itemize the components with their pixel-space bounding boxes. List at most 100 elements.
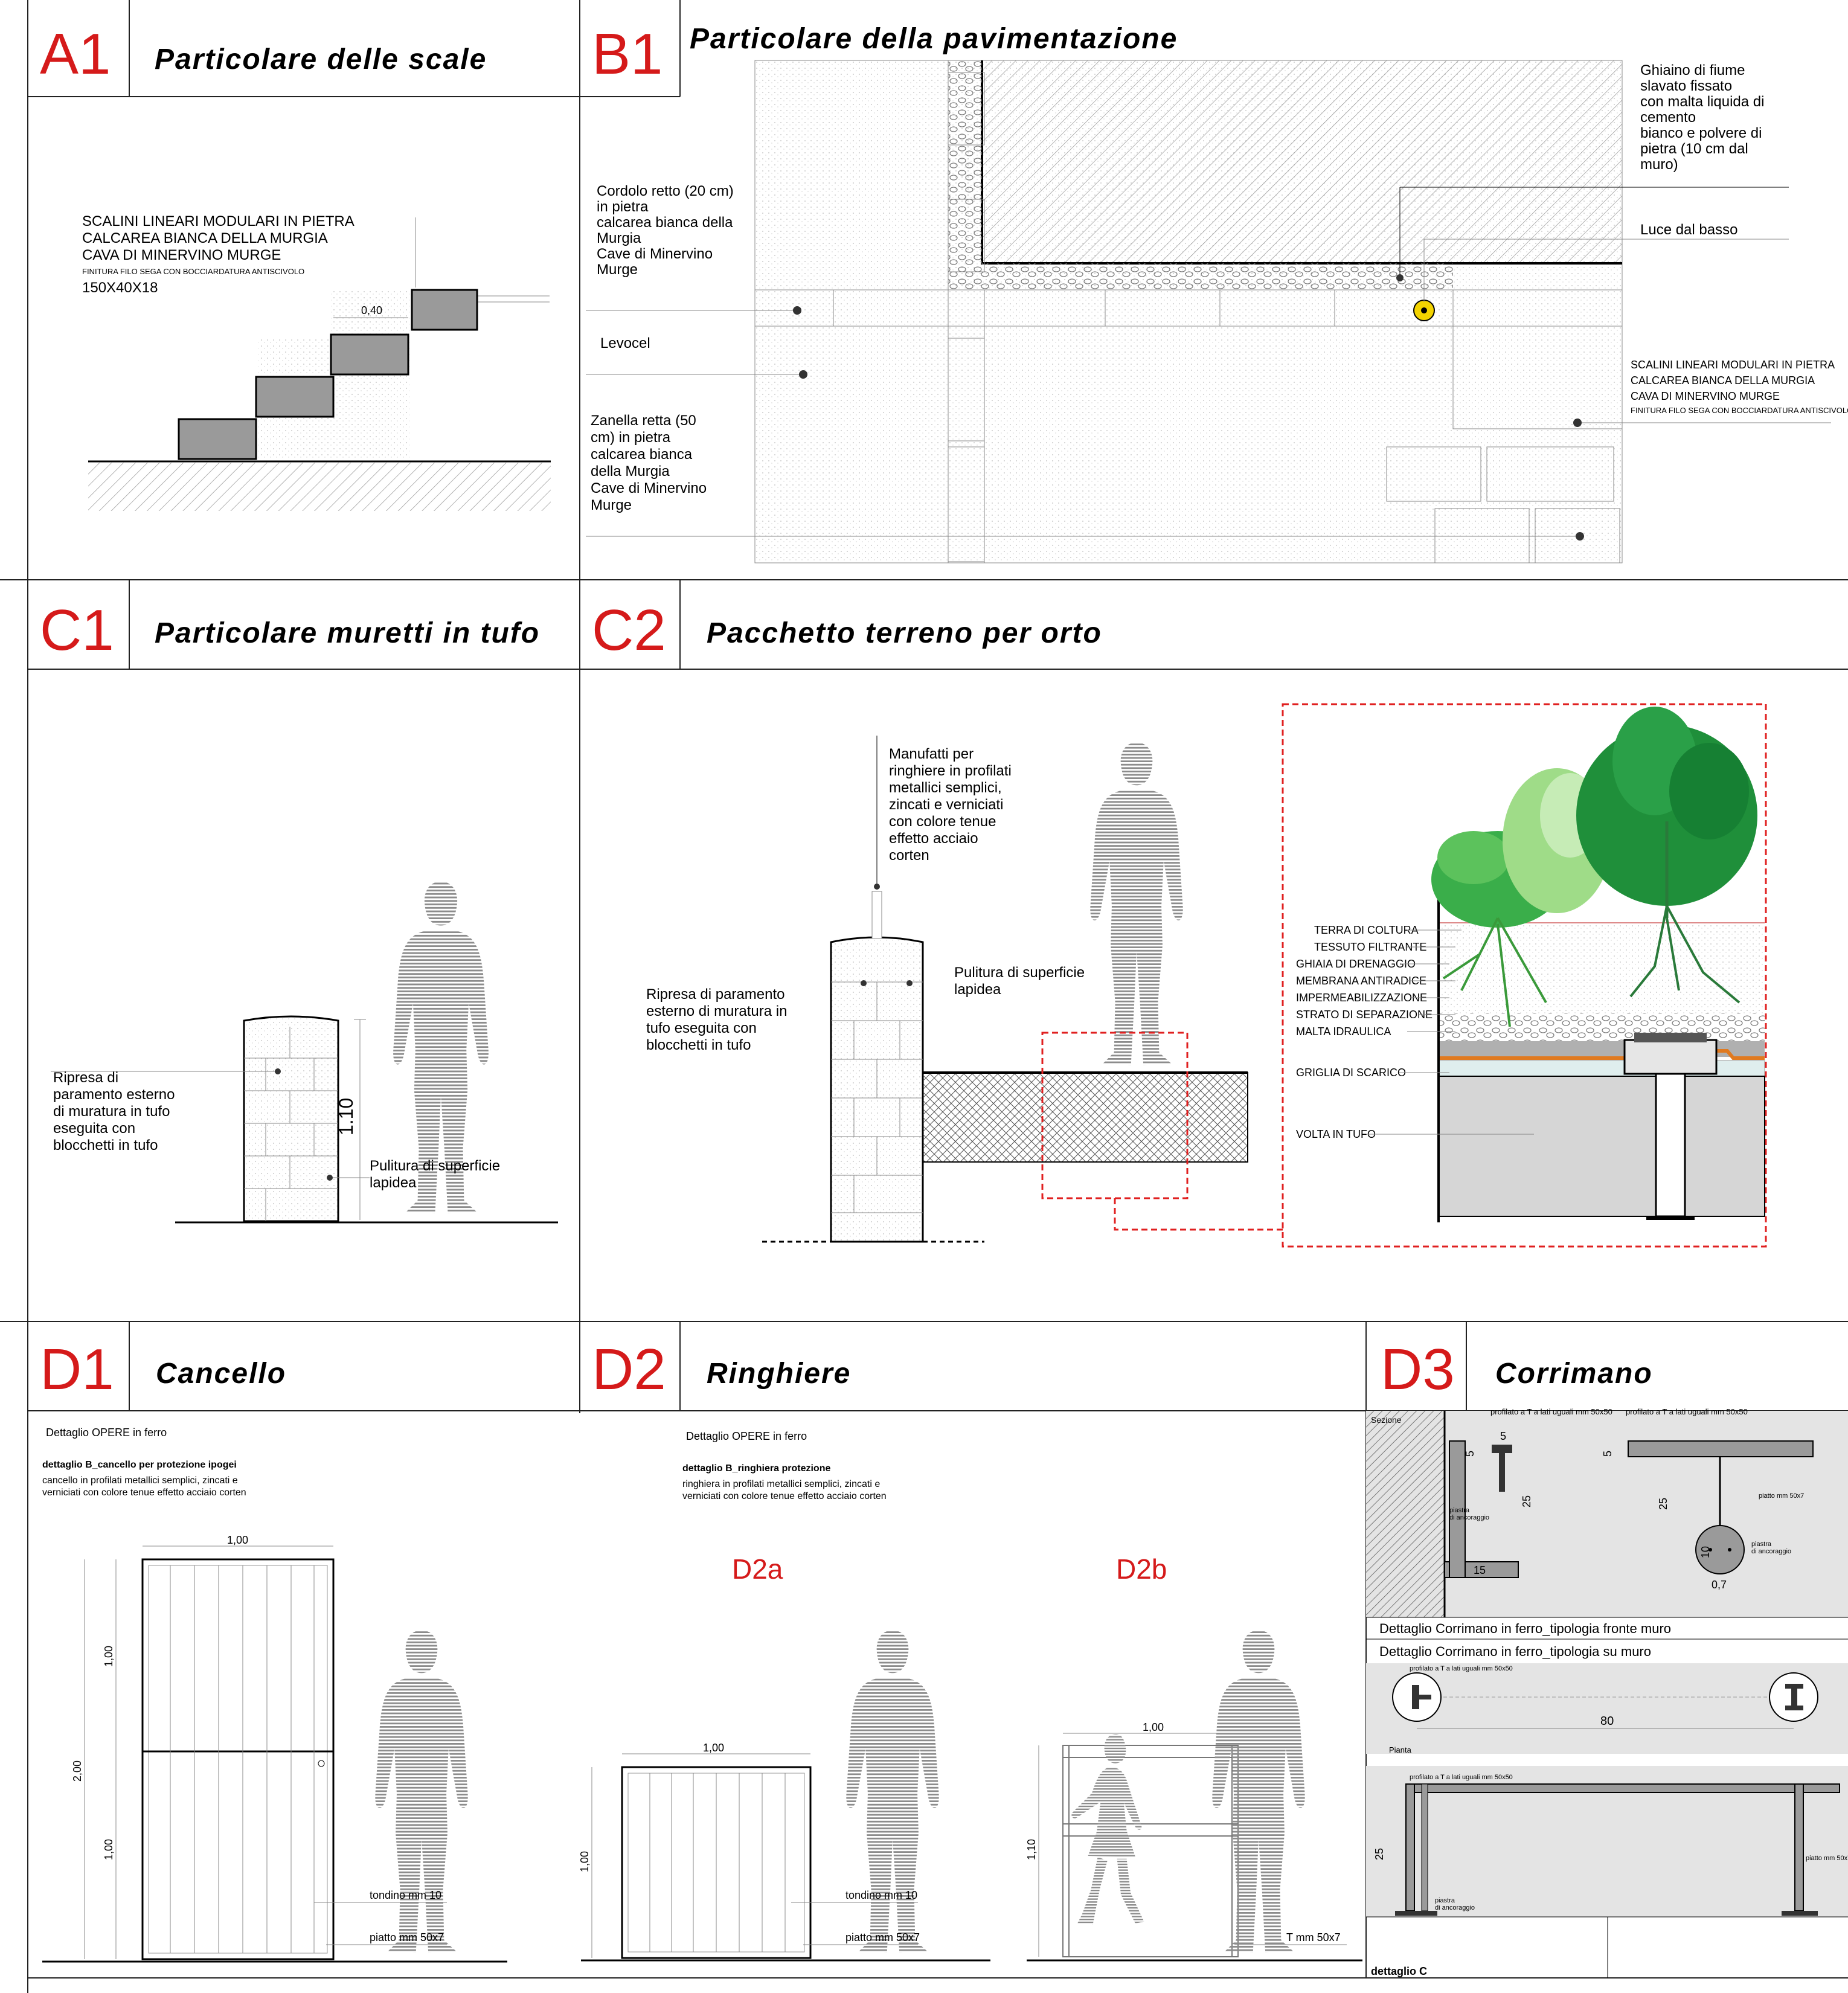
c1-ripresa-1: Ripresa di bbox=[53, 1070, 118, 1086]
d3-piastra-c: piastra bbox=[1435, 1897, 1455, 1904]
d2-desc-1: ringhiera in profilati metallici semplic… bbox=[682, 1479, 880, 1489]
d3-frontemuro: Dettaglio Corrimano in ferro_tipologia f… bbox=[1379, 1621, 1671, 1636]
d3-dettaglio: dettaglio C bbox=[1371, 1965, 1427, 1977]
code-d2: D2 bbox=[592, 1337, 666, 1402]
c2-griglia: GRIGLIA DI SCARICO bbox=[1296, 1067, 1406, 1079]
c2-layer-5: IMPERMEABILIZZAZIONE bbox=[1296, 992, 1427, 1004]
title-d2: Ringhiere bbox=[707, 1358, 851, 1390]
d3-dim-25c: 25 bbox=[1373, 1848, 1385, 1860]
d3-sumuro: Dettaglio Corrimano in ferro_tipologia s… bbox=[1379, 1644, 1651, 1659]
d3-piatto-c: piatto mm 50x7 bbox=[1806, 1855, 1848, 1862]
c2-layer-4: MEMBRANA ANTIRADICE bbox=[1296, 975, 1426, 987]
railings-detail: Dettaglio OPERE in ferro dettaglio B_rin… bbox=[579, 1430, 1362, 1962]
a1-size: 150X40X18 bbox=[82, 280, 158, 296]
d3-piastra-b2: di ancoraggio bbox=[1751, 1548, 1791, 1555]
c2-manufatti-4: zincati e verniciati bbox=[889, 797, 1003, 813]
b1-ghiaino-3: con malta liquida di bbox=[1640, 94, 1764, 110]
title-a1: Particolare delle scale bbox=[155, 43, 487, 75]
c1-pulitura-2: lapidea bbox=[370, 1175, 417, 1191]
c1-ripresa-4: eseguita con bbox=[53, 1120, 135, 1137]
a1-finish: FINITURA FILO SEGA CON BOCCIARDATURA ANT… bbox=[82, 267, 304, 276]
a1-line-1: SCALINI LINEARI MODULARI IN PIETRA bbox=[82, 213, 355, 229]
d2-desc-2: verniciati con colore tenue effetto acci… bbox=[682, 1491, 887, 1501]
header-a1: A1 Particolare delle scale bbox=[40, 22, 487, 86]
c2-manufatti-6: effetto acciaio bbox=[889, 830, 978, 847]
c2-manufatti-label: Manufatti per ringhiere in profilati met… bbox=[889, 746, 1012, 864]
a1-line-2: CALCAREA BIANCA DELLA MURGIA bbox=[82, 230, 328, 246]
d3-dim-15: 15 bbox=[1474, 1564, 1486, 1576]
c2-pulitura-2: lapidea bbox=[954, 981, 1001, 998]
b1-ghiaino-4: cemento bbox=[1640, 109, 1696, 126]
b1-zanella-4: della Murgia bbox=[591, 463, 670, 480]
gate-detail: Dettaglio OPERE in ferro dettaglio B_can… bbox=[42, 1427, 507, 1963]
header-c1: C1 Particolare muretti in tufo bbox=[40, 598, 539, 663]
d2b-w: 1,00 bbox=[1143, 1721, 1164, 1733]
b1-ghiaino-label: Ghiaino di fiume slavato fissato con mal… bbox=[1640, 62, 1764, 173]
c2-ripresa-1: Ripresa di paramento bbox=[646, 986, 784, 1003]
a1-dim: 0,40 bbox=[361, 304, 382, 316]
title-d3: Corrimano bbox=[1495, 1358, 1653, 1390]
title-b1: Particolare della pavimentazione bbox=[690, 23, 1178, 55]
d3-dim-80: 80 bbox=[1600, 1715, 1614, 1728]
title-c2: Pacchetto terreno per orto bbox=[707, 617, 1102, 649]
d1-desc-1: cancello in profilati metallici semplici… bbox=[42, 1475, 238, 1486]
code-d1: D1 bbox=[40, 1337, 114, 1402]
b1-cordolo-1: Cordolo retto (20 cm) bbox=[597, 183, 734, 199]
c2-layer-2: TESSUTO FILTRANTE bbox=[1314, 941, 1426, 953]
b1-zanella-5: Cave di Minervino bbox=[591, 480, 707, 496]
d3-sezione: Sezione bbox=[1371, 1415, 1402, 1425]
code-c2: C2 bbox=[592, 598, 666, 663]
d1-piatto: piatto mm 50x7 bbox=[370, 1931, 444, 1943]
c2-pulitura-1: Pulitura di superficie bbox=[954, 964, 1085, 981]
b1-cordolo-2: in pietra bbox=[597, 199, 649, 215]
c2-manufatti-1: Manufatti per bbox=[889, 746, 974, 762]
b1-scalini-1: SCALINI LINEARI MODULARI IN PIETRA bbox=[1631, 359, 1835, 371]
d3-dim-5b: 5 bbox=[1602, 1451, 1614, 1457]
d3-prof-c: profilato a T a lati uguali mm 50x50 bbox=[1410, 1665, 1513, 1672]
tufo-wall-detail: 1.10 Ripresa di paramento esterno di mur… bbox=[51, 881, 558, 1224]
c2-layer-6: STRATO DI SEPARAZIONE bbox=[1296, 1009, 1433, 1021]
code-a1: A1 bbox=[40, 22, 111, 86]
b1-zanella-3: calcarea bianca bbox=[591, 446, 693, 463]
header-d1: D1 Cancello bbox=[40, 1337, 285, 1402]
d1-desc-2: verniciati con colore tenue effetto acci… bbox=[42, 1488, 246, 1498]
code-b1: B1 bbox=[592, 22, 663, 86]
header-b1: B1 Particolare della pavimentazione bbox=[592, 22, 1178, 86]
c2-manufatti-2: ringhiere in profilati bbox=[889, 763, 1012, 779]
d2b-tprof: T mm 50x7 bbox=[1286, 1931, 1341, 1943]
b1-cordolo-6: Murge bbox=[597, 262, 638, 278]
d3-piastra-b: piastra bbox=[1751, 1541, 1772, 1548]
b1-ghiaino-2: slavato fissato bbox=[1640, 78, 1732, 94]
b1-zanella-2: cm) in pietra bbox=[591, 429, 671, 446]
handrail-detail: Sezione profilato a T a lati uguali mm 5… bbox=[1366, 1407, 1848, 1978]
c2-ripresa-3: tufo eseguita con bbox=[646, 1020, 757, 1036]
code-c1: C1 bbox=[40, 598, 114, 663]
b1-cordolo-4: Murgia bbox=[597, 230, 641, 246]
b1-luce-label: Luce dal basso bbox=[1640, 222, 1737, 238]
d3-prof-a: profilato a T a lati uguali mm 50x50 bbox=[1490, 1407, 1612, 1416]
d3-piastra-a2: di ancoraggio bbox=[1449, 1514, 1489, 1521]
plant-illustration bbox=[1431, 707, 1757, 1027]
d3-piastra-a: piastra bbox=[1449, 1507, 1470, 1514]
d2a-w: 1,00 bbox=[703, 1742, 724, 1754]
c1-pulitura-1: Pulitura di superficie bbox=[370, 1158, 500, 1174]
d3-piastra-c2: di ancoraggio bbox=[1435, 1904, 1475, 1911]
c1-ripresa-label: Ripresa di paramento esterno di muratura… bbox=[53, 1070, 175, 1154]
c2-manufatti-7: corten bbox=[889, 847, 929, 864]
d3-dim-07: 0,7 bbox=[1712, 1579, 1727, 1591]
c2-layer-7: MALTA IDRAULICA bbox=[1296, 1025, 1391, 1038]
b1-levocel-label: Levocel bbox=[600, 335, 650, 351]
c2-ripresa-2: esterno di muratura in bbox=[646, 1003, 787, 1019]
b1-cordolo-label: Cordolo retto (20 cm) in pietra calcarea… bbox=[597, 183, 734, 278]
b1-zanella-label: Zanella retta (50 cm) in pietra calcarea… bbox=[591, 412, 707, 513]
b1-finish: FINITURA FILO SEGA CON BOCCIARDATURA ANT… bbox=[1631, 406, 1848, 415]
c2-ripresa-label: Ripresa di paramento esterno di muratura… bbox=[646, 986, 787, 1053]
d3-dim-5a: 5 bbox=[1500, 1430, 1506, 1442]
d3-dim-25a: 25 bbox=[1521, 1495, 1533, 1507]
b1-zanella-1: Zanella retta (50 bbox=[591, 412, 696, 429]
d3-prof-d: profilato a T a lati uguali mm 50x50 bbox=[1410, 1774, 1513, 1781]
d3-dim-5a-v: 5 bbox=[1464, 1451, 1476, 1457]
c2-layer-1: TERRA DI COLTURA bbox=[1314, 924, 1419, 936]
